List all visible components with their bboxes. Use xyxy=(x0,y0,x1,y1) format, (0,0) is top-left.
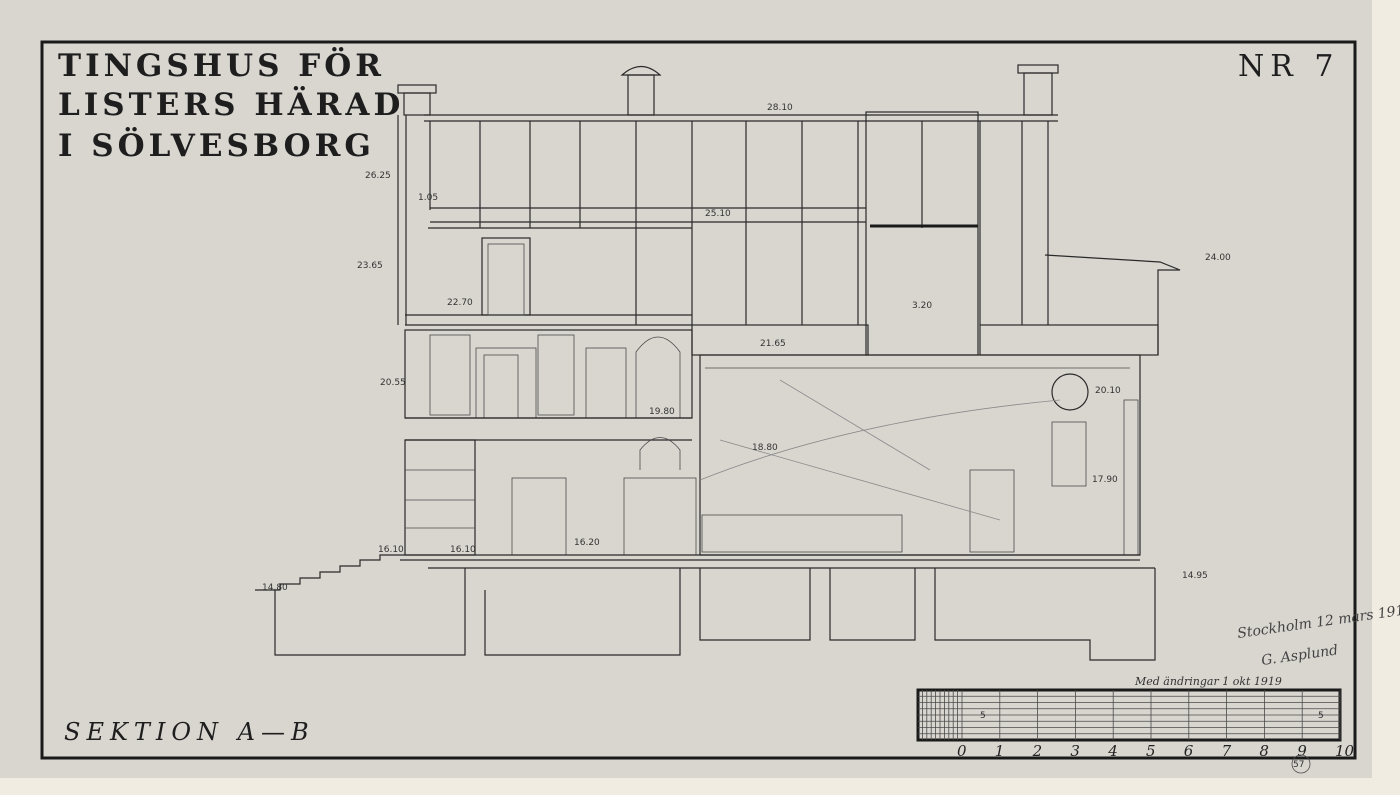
elevation-marks: 28.10 25.10 24.00 23.65 22.70 21.65 20.5… xyxy=(262,103,1231,593)
svg-text:14.95: 14.95 xyxy=(1182,571,1208,581)
svg-text:26.25: 26.25 xyxy=(365,171,391,181)
scale-label: 8 xyxy=(1259,742,1269,760)
svg-text:5: 5 xyxy=(1318,711,1324,721)
svg-text:5: 5 xyxy=(980,711,986,721)
signature: Stockholm 12 mars 1917 G. Asplund xyxy=(1236,601,1400,669)
scale-label: 9 xyxy=(1297,742,1307,760)
scale-bar: 5 5 0 1 2 3 4 5 6 7 8 9 10 xyxy=(916,688,1355,760)
svg-text:28.10: 28.10 xyxy=(767,103,793,113)
scale-label: 2 xyxy=(1032,742,1043,760)
svg-text:14.80: 14.80 xyxy=(262,583,288,593)
svg-text:18.80: 18.80 xyxy=(752,443,778,453)
scale-label: 10 xyxy=(1335,742,1355,760)
scale-label: 1 xyxy=(995,742,1005,760)
svg-text:16.10: 16.10 xyxy=(450,545,476,555)
svg-text:16.10: 16.10 xyxy=(378,545,404,555)
stamp-circle xyxy=(1291,754,1311,774)
stamp: 57 xyxy=(1293,760,1304,770)
drawing-sheet xyxy=(0,0,1372,778)
svg-text:17.90: 17.90 xyxy=(1092,475,1118,485)
scale-label: 6 xyxy=(1184,742,1194,760)
svg-text:23.65: 23.65 xyxy=(357,261,383,271)
svg-text:20.55: 20.55 xyxy=(380,378,406,388)
svg-text:19.80: 19.80 xyxy=(649,407,675,417)
title-block: TINGSHUS FÖR LISTERS HÄRAD I SÖLVESBORG xyxy=(58,45,404,164)
wainscot-panels xyxy=(701,514,903,553)
sheet-border xyxy=(40,40,1357,760)
svg-text:Stockholm 12 mars 1917: Stockholm 12 mars 1917 xyxy=(1236,601,1400,642)
svg-text:20.10: 20.10 xyxy=(1095,386,1121,396)
stone-wall xyxy=(404,439,476,556)
scale-label: 4 xyxy=(1107,742,1118,760)
sheet-number: NR 7 xyxy=(1238,49,1339,84)
svg-text:16.20: 16.20 xyxy=(574,538,600,548)
svg-text:3.20: 3.20 xyxy=(912,301,932,311)
svg-text:21.65: 21.65 xyxy=(760,339,786,349)
building-section xyxy=(255,64,1181,661)
section-label: SEKTION A—B xyxy=(64,718,315,746)
title-line-3: I SÖLVESBORG xyxy=(58,125,375,164)
scale-label: 5 xyxy=(1146,742,1156,760)
title-line-2: LISTERS HÄRAD xyxy=(58,85,404,123)
svg-text:1.05: 1.05 xyxy=(418,193,438,203)
revision-note: Med ändringar 1 okt 1919 xyxy=(1134,675,1282,688)
scale-label: 3 xyxy=(1070,742,1080,760)
title-line-1: TINGSHUS FÖR xyxy=(58,45,385,84)
svg-text:25.10: 25.10 xyxy=(705,209,731,219)
scale-label: 0 xyxy=(957,742,967,760)
scale-label: 7 xyxy=(1222,742,1232,760)
door-upper xyxy=(481,237,531,316)
svg-text:G. Asplund: G. Asplund xyxy=(1260,642,1339,669)
svg-text:22.70: 22.70 xyxy=(447,298,473,308)
svg-text:24.00: 24.00 xyxy=(1205,253,1231,263)
